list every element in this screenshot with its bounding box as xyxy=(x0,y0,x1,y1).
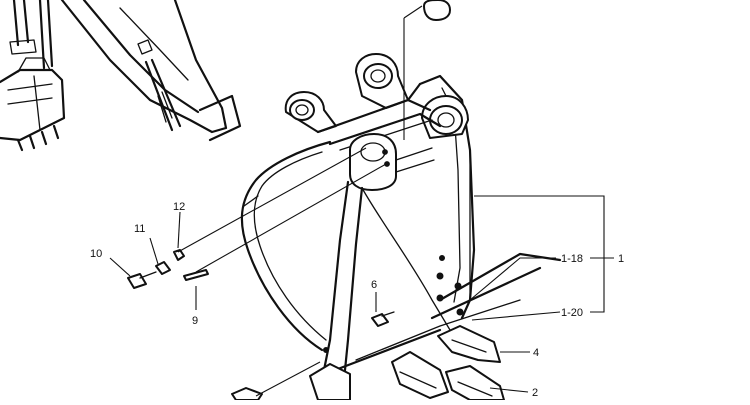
callout-10: 10 xyxy=(90,248,102,260)
tooth-2 xyxy=(445,365,505,401)
callout-1-20: 1-20 xyxy=(561,307,583,319)
callout-6: 6 xyxy=(371,279,377,291)
hardware-parts xyxy=(127,147,395,327)
top-pin-part xyxy=(403,0,451,140)
callout-1: 1 xyxy=(618,253,624,265)
bucket-body xyxy=(231,53,562,401)
tooth-4 xyxy=(437,325,501,363)
callout-1-18: 1-18 xyxy=(561,253,583,265)
callout-2: 2 xyxy=(532,387,538,399)
arm-inset-illustration xyxy=(0,0,242,152)
callout-12: 12 xyxy=(173,201,185,213)
callout-11: 11 xyxy=(134,223,145,235)
callout-9: 9 xyxy=(192,315,198,327)
tooth-a xyxy=(391,351,449,399)
callout-labels: 1 1-18 1-20 4 2 6 9 10 11 12 xyxy=(90,201,624,399)
leader-lines xyxy=(109,195,614,397)
callout-4: 4 xyxy=(533,347,539,359)
